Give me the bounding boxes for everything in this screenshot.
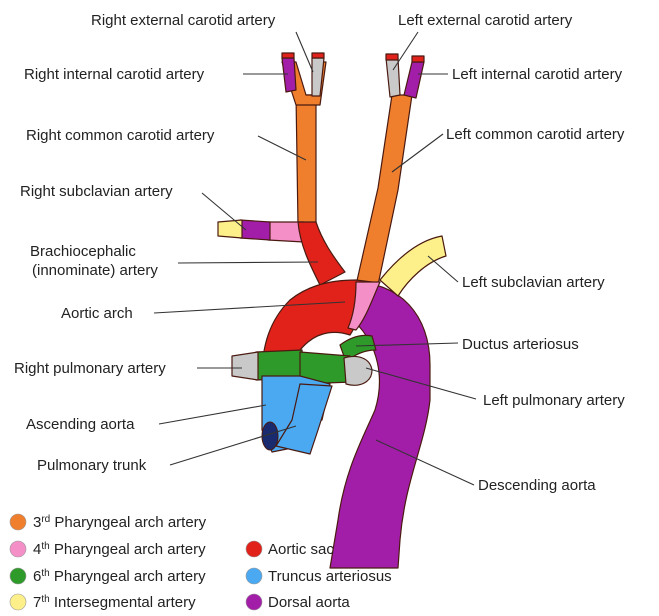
legend-label-3rd: 3rd Pharyngeal arch artery [33, 514, 207, 531]
label-descending-aorta: Descending aorta [478, 477, 596, 494]
label-ascending-aorta: Ascending aorta [26, 416, 135, 433]
right-subclavian-intersegmental [218, 220, 242, 238]
legend-swatch-7th [10, 594, 26, 610]
left-pulmonary-cut [344, 357, 372, 386]
legend-swatch-4th [10, 541, 26, 557]
label-left-common-carotid: Left common carotid artery [446, 126, 625, 143]
legend-swatch-aortic-sac [246, 541, 262, 557]
label-right-internal-carotid: Right internal carotid artery [24, 66, 205, 83]
right-internal-carotid-vessel [282, 58, 296, 92]
left-subclavian-vessel [380, 236, 446, 296]
legend-label-truncus: Truncus arteriosus [268, 568, 392, 585]
legend-swatch-6th [10, 568, 26, 584]
left-external-carotid-tip [386, 54, 398, 60]
label-brachiocephalic-line1: Brachiocephalic [30, 243, 136, 260]
label-left-pulmonary: Left pulmonary artery [483, 392, 625, 409]
brachiocephalic-vessel [298, 222, 345, 285]
label-aortic-arch: Aortic arch [61, 305, 133, 322]
left-internal-carotid-tip [412, 56, 424, 62]
legend-swatch-3rd [10, 514, 26, 530]
legend-label-aortic-sac: Aortic sac [268, 541, 334, 558]
legend-label-4th: 4th Pharyngeal arch artery [33, 541, 206, 558]
legend-label-dorsal-aorta: Dorsal aorta [268, 594, 350, 611]
legend-label-6th: 6th Pharyngeal arch artery [33, 568, 206, 585]
right-subclavian-dorsal [240, 220, 270, 240]
label-left-subclavian: Left subclavian artery [462, 274, 605, 291]
right-pulmonary-cut [232, 352, 258, 380]
label-right-subclavian: Right subclavian artery [20, 183, 173, 200]
label-ductus-arteriosus: Ductus arteriosus [462, 336, 579, 353]
label-left-internal-carotid: Left internal carotid artery [452, 66, 623, 83]
label-right-external-carotid: Right external carotid artery [91, 12, 276, 29]
right-carotid-tips [282, 53, 324, 58]
label-pulmonary-trunk: Pulmonary trunk [37, 457, 147, 474]
label-right-common-carotid: Right common carotid artery [26, 127, 215, 144]
label-brachiocephalic-line2: (innominate) artery [32, 262, 158, 279]
left-external-carotid-vessel [386, 58, 400, 97]
label-right-pulmonary: Right pulmonary artery [14, 360, 166, 377]
vessel-drawing [218, 53, 446, 568]
left-internal-carotid-vessel [404, 62, 424, 98]
legend-swatch-truncus [246, 568, 262, 584]
legend-label-7th: 7th Intersegmental artery [33, 594, 196, 611]
label-left-external-carotid: Left external carotid artery [398, 12, 573, 29]
legend-swatch-dorsal-aorta [246, 594, 262, 610]
